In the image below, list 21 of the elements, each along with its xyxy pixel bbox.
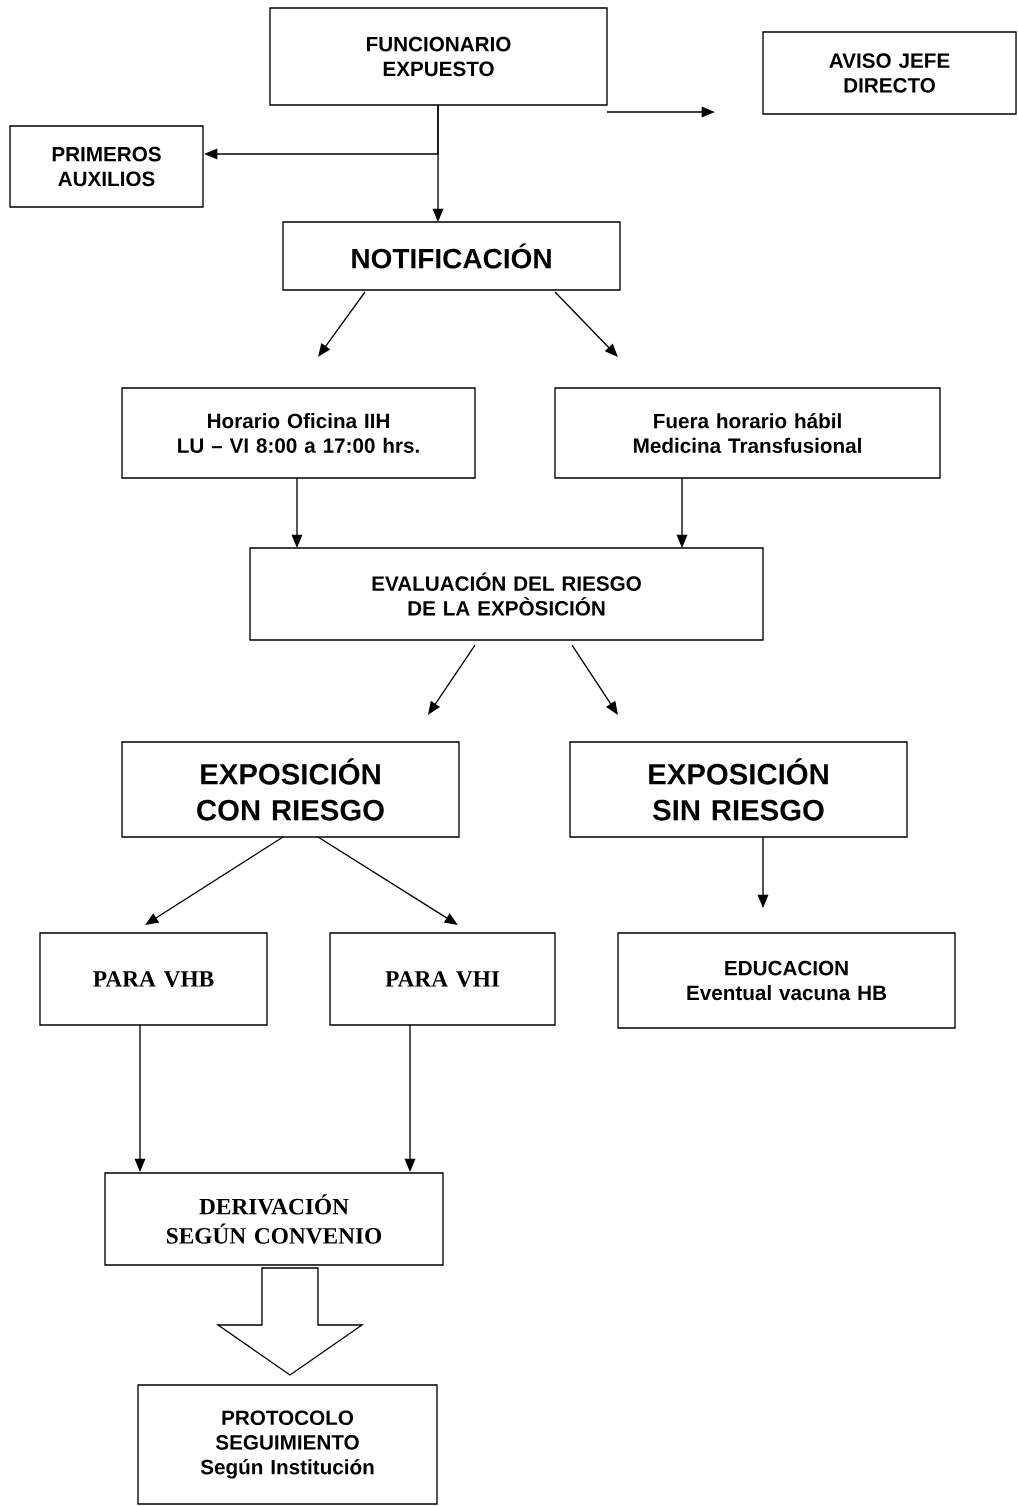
process-box: EXPOSICIÓN SIN RIESGO — [569, 741, 908, 838]
block-arrow — [215, 1267, 365, 1376]
process-box: PRIMEROS AUXILIOS — [9, 125, 204, 208]
arrow — [554, 291, 618, 357]
process-box: Fuera horario hábil Medicina Transfusional — [554, 387, 941, 479]
process-box: PROTOCOLO SEGUIMIENTO Según Institución — [137, 1384, 438, 1505]
arrow — [318, 291, 366, 357]
process-box: FUNCIONARIO EXPUESTO — [269, 7, 608, 106]
process-box: DERIVACIÓN SEGÚN CONVENIO — [104, 1172, 444, 1266]
arrow — [428, 644, 476, 715]
process-box: NOTIFICACIÓN — [282, 221, 621, 291]
process-box: EVALUACIÓN DEL RIESGO DE LA EXPÒSICIÓN — [249, 547, 764, 641]
arrow — [571, 644, 618, 715]
process-box: PARA VHB — [39, 932, 268, 1026]
process-box: EXPOSICIÓN CON RIESGO — [121, 741, 460, 838]
process-box: AVISO JEFE DIRECTO — [762, 31, 1017, 115]
process-box: Horario Oficina IIH LU – VI 8:00 a 17:00 hrs. — [121, 387, 476, 479]
process-box: EDUCACION Eventual vacuna HB — [617, 932, 956, 1029]
arrow — [145, 836, 284, 925]
process-box: PARA VHI — [329, 932, 556, 1026]
arrow — [317, 836, 458, 925]
